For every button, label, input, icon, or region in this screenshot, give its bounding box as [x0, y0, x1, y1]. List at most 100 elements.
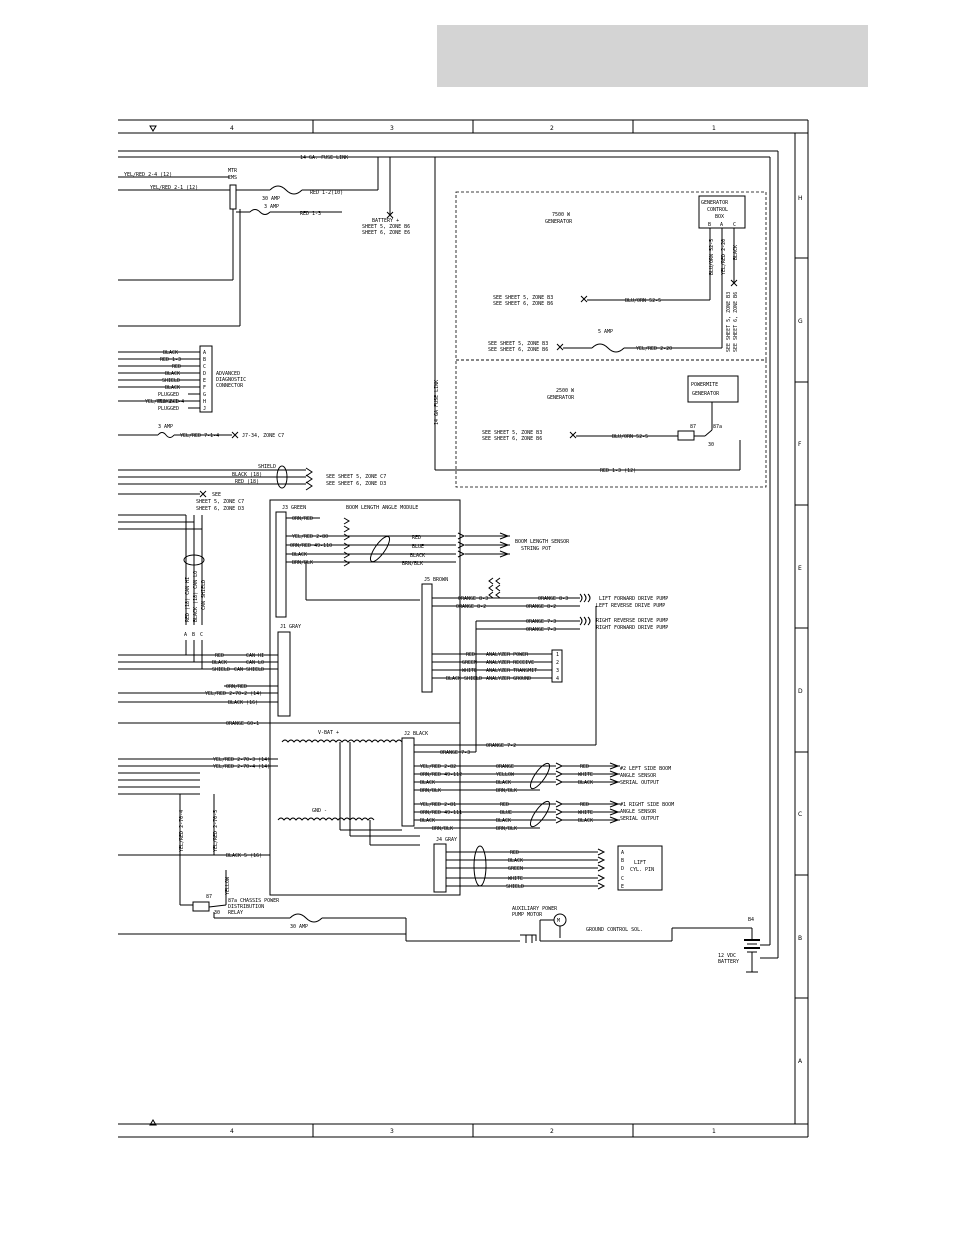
wire-label: BRN/BLK — [420, 788, 441, 794]
battery-ref: BATTERY + — [372, 218, 399, 224]
column-label: 3 — [390, 125, 394, 132]
wire-label: RED — [215, 653, 224, 659]
row-label: B — [798, 935, 802, 942]
diag-wires — [118, 351, 200, 409]
chassis-relay — [192, 901, 210, 912]
relay-pin: 87a — [713, 424, 722, 430]
sensor-label: SERIAL OUTPUT — [620, 780, 659, 786]
fuse-symbol — [591, 343, 625, 353]
wire-label: YEL/RED 2-1 (12) — [150, 185, 198, 191]
j5-connector — [421, 583, 433, 693]
connector-label: J4 GRAY — [436, 837, 457, 843]
shield-label: BLACK (18) — [232, 472, 262, 478]
top-bus: 14 GA. FUSE LINK 14 GA FUSE LINK — [118, 150, 779, 959]
lift-pin: A — [621, 850, 624, 856]
wire-label: SHIELD — [506, 884, 524, 890]
j3-connector — [275, 511, 287, 618]
connector-label: J2 BLACK — [404, 731, 428, 737]
wire-label: BLACK — [292, 552, 307, 558]
analyzer-connector — [551, 649, 563, 683]
fuse-rating: 3 AMP — [264, 204, 279, 210]
wire-label: ORANGE — [496, 764, 514, 770]
sheet-ref: SEE SHEET 5, ZONE C7 — [326, 474, 386, 480]
sheet-ref: SHEET 5, ZONE C7 — [196, 499, 244, 505]
switch-label: EMS — [228, 175, 237, 181]
row-labels: H G F E D C B A — [798, 195, 803, 1065]
lift-pin: D — [621, 866, 624, 872]
fuse-rating: 5 AMP — [598, 329, 613, 335]
boom-length-angle-module: BOOM LENGTH ANGLE MODULE J3 GREEN ORN/RE… — [118, 499, 674, 896]
wire-label: RED — [500, 802, 509, 808]
top-left-circuit: YEL/RED 2-4 (12) YEL/RED 2-1 (12) MTR EM… — [118, 157, 410, 327]
row-label: C — [798, 811, 802, 818]
can-pin: C — [200, 632, 203, 638]
wire-label: RED 1-2(10) — [310, 190, 343, 196]
wire-label: ORANGE 8-2 — [526, 604, 556, 610]
analyzer-label: ANALYZER RECEIVE — [486, 660, 534, 666]
ground-control-label: GROUND CONTROL SOL. — [586, 927, 643, 933]
battery-ref: SHEET 5, ZONE B6 — [362, 224, 410, 230]
battery-ref: SHEET 6, ZONE E6 — [362, 230, 410, 236]
diag-pin: B — [203, 357, 206, 363]
sheet-ref: SEE SHEET 6, ZONE B6 — [488, 347, 548, 353]
diag-pin: A — [203, 350, 206, 356]
connector-label: J1 GRAY — [280, 624, 301, 630]
connector-label: J5 BROWN — [424, 577, 448, 583]
analyzer-pin: 3 — [556, 668, 559, 674]
module-title: BOOM LENGTH ANGLE MODULE — [346, 505, 418, 511]
diag-wire-label: BLACK — [165, 385, 180, 391]
fuse-link-label: 14 GA. FUSE LINK — [300, 155, 348, 161]
wire-label: BRN/BLK — [496, 826, 517, 832]
mtr-ems-switch — [229, 184, 237, 210]
wire-label: RED 1-3 — [300, 211, 321, 217]
vertical-fuse-link-label: 14 GA FUSE LINK — [434, 380, 440, 425]
switch-label: MTR — [228, 168, 238, 174]
relay-label: 87a CHASSIS POWER — [228, 898, 280, 904]
diag-pin: C — [203, 364, 206, 370]
vertical-ref: SEE SHEET 6, ZONE B6 — [733, 292, 739, 352]
diag-pin: E — [203, 378, 206, 384]
sheet-ref: SEE — [212, 492, 221, 498]
wire-label: ORANGE 8-2 — [456, 604, 486, 610]
wire-label: BRN/BLK — [496, 788, 517, 794]
wire-label: BLACK — [212, 660, 227, 666]
can-vertical-label: RED (18) CAN HI — [185, 577, 191, 622]
wire-label: RED 1-3 (12) — [600, 468, 636, 474]
sensor-label: #2 LEFT SIDE BOOM — [620, 766, 671, 772]
row-label: F — [798, 441, 802, 448]
battery-id: B4 — [748, 917, 754, 923]
lift-pin: B — [621, 858, 624, 864]
wire-label: YEL/RED 2-70-3 (14) — [213, 757, 270, 763]
wire-label: GREEN — [508, 866, 523, 872]
gen2500-dashed-box — [455, 359, 767, 488]
wire-label: YEL/RED 7-1-4 — [180, 433, 219, 439]
powermite-generator-box — [687, 375, 739, 403]
can-label: CAN HI — [246, 653, 264, 659]
can-pin: B — [192, 632, 195, 638]
pump-label: LIFT FORWARD DRIVE PUMP — [599, 596, 668, 602]
pump-label: RIGHT FORWARD DRIVE PUMP — [596, 625, 668, 631]
analyzer-pin: 2 — [556, 660, 559, 666]
wire-label: GREEN — [462, 660, 477, 666]
column-label: 2 — [550, 125, 554, 132]
sensor-label: ANGLE SENSOR — [620, 773, 657, 779]
fuse-symbol — [249, 209, 271, 215]
diag-wire-label: YEL/RED 2-1-4 — [145, 399, 184, 405]
column-label: 1 — [712, 125, 716, 132]
gen-title: GENERATOR — [547, 395, 575, 401]
pin-label: A — [720, 222, 723, 228]
shield-label: RED (18) — [235, 479, 259, 485]
wire-label: YEL/RED 2-70-4 (14) — [213, 764, 270, 770]
relay-87 — [677, 430, 695, 441]
wire-label: RED — [510, 850, 519, 856]
wire-label: BLU/ORN 52-5 — [612, 434, 648, 440]
column-labels-bottom: 4 3 2 1 — [230, 1128, 716, 1135]
wire-label: YEL/RED 2-70-2 (14) — [205, 691, 262, 697]
wire-label: ORANGE 60-1 — [226, 721, 259, 727]
relay-pin: 30 — [708, 442, 714, 448]
column-label: 3 — [390, 1128, 394, 1135]
wire-label: RED — [580, 764, 589, 770]
wire-label: ORN/RED 49-111 — [420, 810, 462, 816]
ref-label: J7-34, ZONE C7 — [242, 433, 284, 439]
analyzer-label: ANALYZER POWER — [486, 652, 529, 658]
